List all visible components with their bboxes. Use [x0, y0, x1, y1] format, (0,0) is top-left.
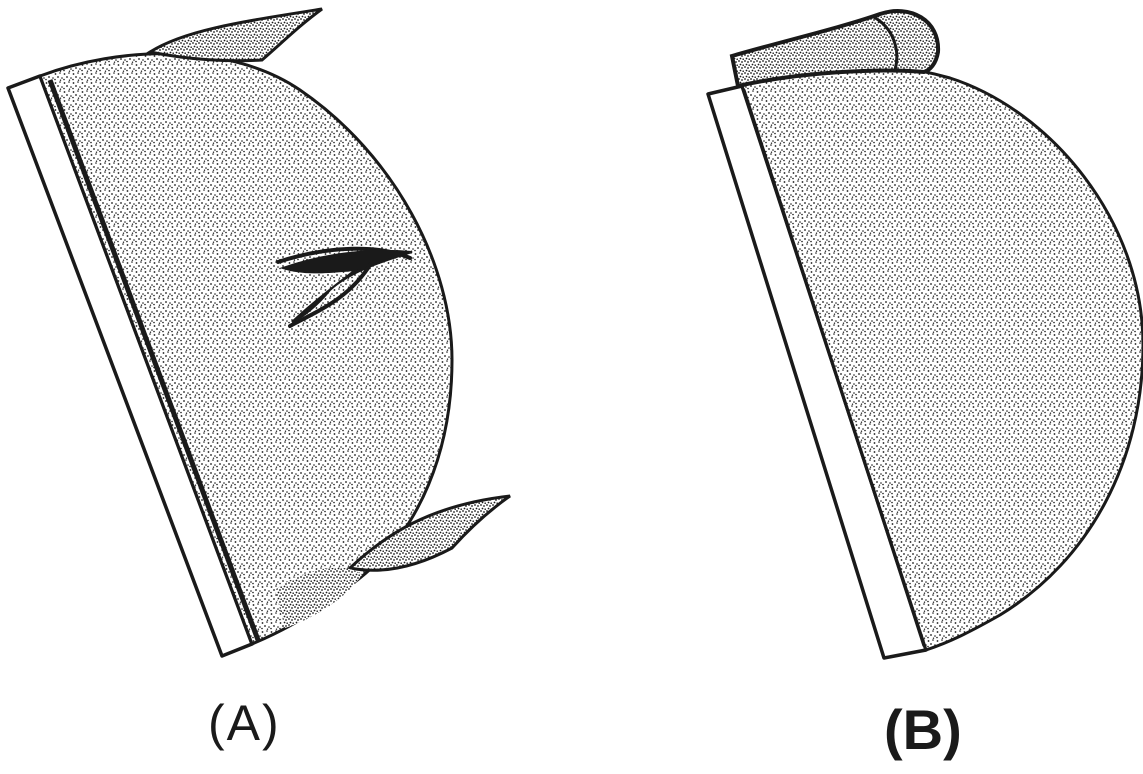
panel-b [708, 11, 1143, 658]
panel-b-label: (B) [884, 702, 962, 758]
panel-a [8, 9, 510, 656]
panel-a-label: (A) [208, 698, 281, 748]
panel-a-top-tab [150, 9, 322, 61]
